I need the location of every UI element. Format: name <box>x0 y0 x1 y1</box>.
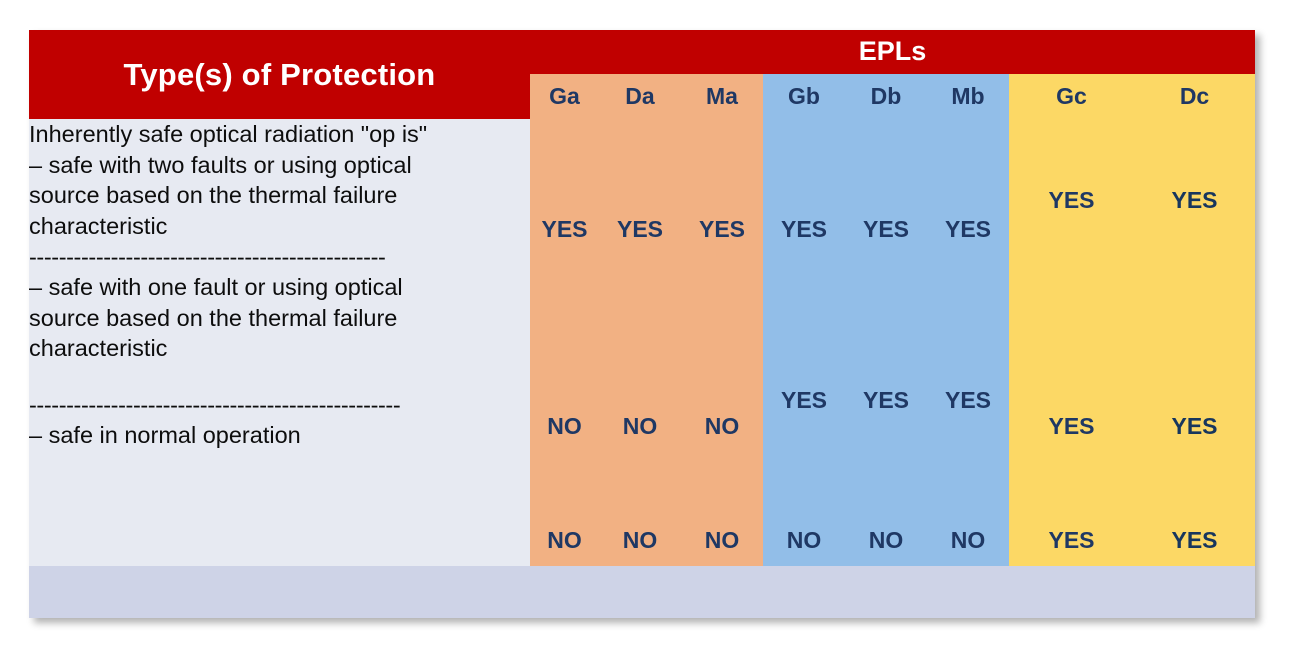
table-row-one-fault: NO NO NO YES YES YES YES YES <box>29 339 1256 515</box>
column-header-mb: Mb <box>927 73 1009 120</box>
cell-one-fault-mb: YES <box>927 339 1009 515</box>
column-header-da: Da <box>599 73 681 120</box>
cell-two-faults-dc: YES <box>1134 119 1256 340</box>
cell-two-faults-ga: YES <box>530 119 599 340</box>
column-header-db: Db <box>845 73 927 120</box>
header-epls: EPLs <box>530 30 1256 74</box>
column-header-gc: Gc <box>1009 73 1134 120</box>
column-header-gb: Gb <box>763 73 845 120</box>
description-divider-2: ----------------------------------------… <box>29 391 401 418</box>
description-line-5: source based on the thermal failure <box>29 304 398 331</box>
table-footer-strip-row <box>29 566 1256 618</box>
cell-two-faults-da: YES <box>599 119 681 340</box>
cell-normal-mb: NO <box>927 514 1009 567</box>
description-line-4: – safe with one fault or using optical <box>29 274 403 301</box>
column-header-ga: Ga <box>530 73 599 120</box>
cell-normal-db: NO <box>845 514 927 567</box>
cell-one-fault-gc: YES <box>1009 339 1134 515</box>
cell-one-fault-dc: YES <box>1134 339 1256 515</box>
cell-two-faults-gc: YES <box>1009 119 1134 340</box>
description-title: Inherently safe optical radiation "op is… <box>29 121 428 148</box>
cell-two-faults-mb: YES <box>927 119 1009 340</box>
description-divider-1: ----------------------------------------… <box>29 243 386 270</box>
cell-normal-gc: YES <box>1009 514 1134 567</box>
table-header-row-group: Type(s) of Protection EPLs <box>29 30 1256 120</box>
cell-one-fault-ma: NO <box>681 339 763 515</box>
cell-two-faults-ma: YES <box>681 119 763 340</box>
cell-one-fault-db: YES <box>845 339 927 515</box>
table-row-two-faults: Inherently safe optical radiation "op is… <box>29 119 1256 567</box>
protection-epl-table-frame: Type(s) of Protection EPLs Ga Da Ma Gb D… <box>29 30 1256 618</box>
protection-epl-table: Type(s) of Protection EPLs Ga Da Ma Gb D… <box>29 30 1256 618</box>
header-type-of-protection: Type(s) of Protection <box>29 30 530 120</box>
description-line-2: source based on the thermal failure <box>29 182 398 209</box>
table-row-normal-operation: NO NO NO NO NO NO YES YES <box>29 514 1256 567</box>
description-spacer <box>29 364 530 390</box>
description-line-1: – safe with two faults or using optical <box>29 151 412 178</box>
cell-one-fault-ga: NO <box>530 339 599 515</box>
cell-normal-dc: YES <box>1134 514 1256 567</box>
cell-normal-ga: NO <box>530 514 599 567</box>
description-line-7: – safe in normal operation <box>29 422 301 449</box>
cell-one-fault-gb: YES <box>763 339 845 515</box>
description-line-3: characteristic <box>29 212 168 239</box>
cell-normal-ma: NO <box>681 514 763 567</box>
description-line-6: characteristic <box>29 335 168 362</box>
table-footer-strip <box>29 566 1256 618</box>
column-header-ma: Ma <box>681 73 763 120</box>
cell-two-faults-db: YES <box>845 119 927 340</box>
column-header-dc: Dc <box>1134 73 1256 120</box>
cell-two-faults-gb: YES <box>763 119 845 340</box>
description-cell: Inherently safe optical radiation "op is… <box>29 119 530 567</box>
cell-normal-gb: NO <box>763 514 845 567</box>
table-header-row-epl: Ga Da Ma Gb Db Mb Gc Dc <box>29 73 1256 120</box>
cell-normal-da: NO <box>599 514 681 567</box>
cell-one-fault-da: NO <box>599 339 681 515</box>
